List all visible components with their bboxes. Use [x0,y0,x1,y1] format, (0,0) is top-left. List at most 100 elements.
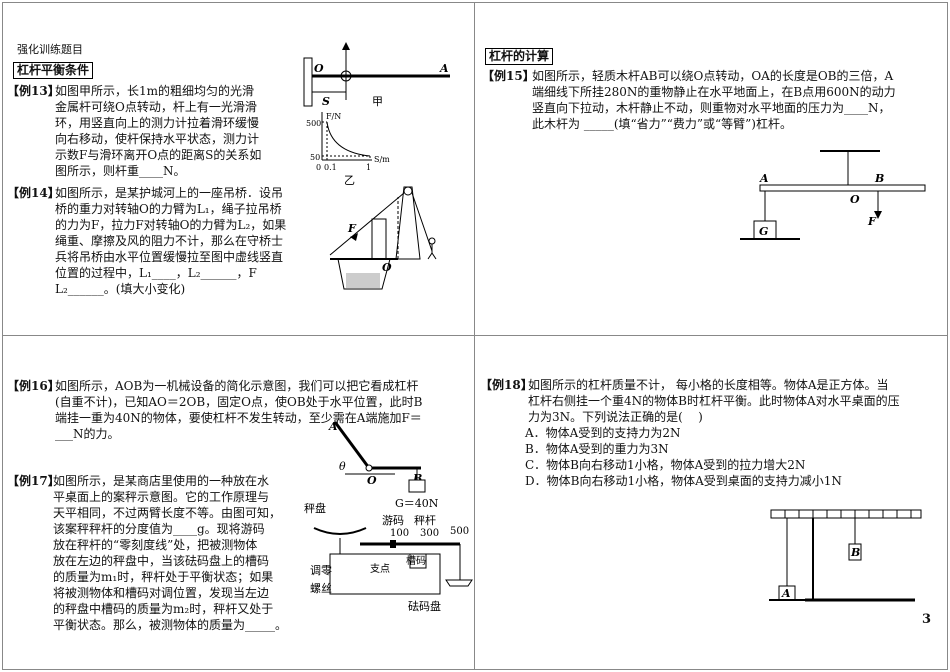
section-title-balance: 杠杆平衡条件 [13,62,94,79]
q13-line: 环，用竖直向上的测力计拉着滑环缓慢 [55,116,260,130]
q16-label-o: O [367,474,377,487]
q17-pan [313,527,367,535]
q18-option-b: B．物体A受到的重力为3N [525,442,669,456]
q16-pivot [365,464,373,472]
q15-line: 此木杆为 _____(填“省力”“费力”或“等臂”)杠杆。 [532,117,792,131]
q13-line: 图所示，则杆重____N。 [55,164,186,178]
q17-line: 平衡状态。那么，被测物体的质量为_____。 [53,618,288,632]
q17-label-screw: 螺丝 [310,582,332,595]
q16-weight-box [408,479,426,493]
q17-tick-100: 100 [390,528,409,539]
q16-line: (自重不计)，已知AO＝2OB，固定O点，使OB处于水平位置，此时B [55,395,423,409]
q17-tick-500: 500 [450,526,469,537]
q14-force-arrow-icon [350,233,358,241]
q18-number: 【例18】 [480,378,533,392]
q18-figure: A B [769,509,922,602]
q16-label-theta: θ [339,460,346,473]
q17-figure: 秤盘 游码 秤杆 500 100 300 槽码 支点 调零 螺丝 砝码盘 [304,501,473,613]
q14-water [346,273,380,288]
q17-base [329,553,441,595]
q13-number: 【例13】 [7,84,60,98]
q13-label-s: S [322,95,330,108]
q13-tick-0: 0 [316,163,321,172]
q16-label-g: G＝40N [395,497,439,510]
q13-label-jia: 甲 [372,95,383,108]
q15-number: 【例15】 [482,69,535,83]
q14-soldier-leg [431,252,437,260]
q17-label-wpan: 砝码盘 [408,599,441,613]
header-title: 强化训练题目 [17,43,83,56]
q13-figure: O A S 甲 F/N S/m 500 50 0 0.1 1 乙 [303,42,450,187]
q17-line: 的质量为m₁时，秤杆处于平衡状态；如果 [53,570,274,584]
q15-line: 端细线下所挂280N的重物静止在水平地面上，在B点用600N的动力 [532,85,896,99]
q18-label-b: B [850,546,860,559]
q17-line: 的秤盘中槽码的质量为m₂时，秤杆又处于 [53,602,274,616]
q15-figure: A B O G F [740,150,926,240]
q13-tick-01: 0.1 [324,163,337,172]
q16-line: 端挂一重为40N的物体，要使杠杆不发生转动，至少需在A端施加F＝ [55,411,422,425]
q17-line: 平桌面上的案秤示意图。它的工作原理与 [53,490,270,504]
q14-line: 的力为F，拉力F对转轴O的力臂为L₂，如果 [55,218,287,232]
q18-option-a: A．物体A受到的支持力为2N [525,426,681,440]
q17-label-adjust: 调零 [310,564,332,577]
q14-line: 绳重、摩擦及风的阻力不计，那么在守桥士 [55,234,284,248]
q14-soldier-head [428,237,436,245]
q14-pillar-left [371,218,387,260]
q13-label-fn: F/N [326,112,341,121]
q17-line: 如图所示，是某商店里使用的一种放在水 [53,474,270,488]
q17-line: 该案秤秤杆的分度值为____g。现将游码 [53,522,265,536]
q15-line: 如图所示，轻质木杆AB可以绕O点转动，OA的长度是OB的三倍，A [532,69,894,83]
q14-pulley-icon [403,186,413,196]
q13-label-a: A [439,62,449,75]
q15-label-b: B [874,172,884,185]
q17-weight-pan [445,579,473,587]
q13-line: 示数F与滑环离开O点的距离S的关系如 [55,148,262,162]
vertical-divider [474,2,475,670]
q18-lever [770,509,922,519]
q14-figure: F O [329,186,437,290]
q15-arrow-icon [874,211,882,219]
q17-label-beam: 秤杆 [414,513,436,527]
q14-line: 桥的重力对转轴O的力臂为L₁，绳子拉吊桥 [55,202,282,216]
q18-label-a: A [781,587,791,600]
q15-label-g: G [759,225,768,238]
q14-soldier-leg [427,252,433,260]
q18-line: 杠杆右侧挂一个重4N的物体B时杠杆平衡。此时物体A对水平桌面的压 [528,394,900,408]
q15-label-f: F [867,215,877,228]
q14-label-f: F [347,222,357,235]
q17-label-pan: 秤盘 [304,501,326,515]
q18-option-c: C．物体B向右移动1小格，物体A受到的拉力增大2N [525,458,806,472]
page-number: 3 [922,612,932,627]
q17-rider [390,540,396,548]
q17-label-pivot: 支点 [370,563,390,575]
q18-box-b [848,543,862,561]
q17-label-rider: 游码 [382,514,404,527]
q15-lever [759,184,926,192]
q13-label-yi: 乙 [344,174,355,187]
q14-number: 【例14】 [7,186,60,200]
q17-number: 【例17】 [7,474,60,488]
q14-moat [337,258,391,290]
q17-tick-300: 300 [420,528,439,539]
q13-wall [303,57,313,107]
q13-arrow-icon [342,42,350,50]
q17-line: 放在秤杆的“零刻度线”处，把被测物体 [53,538,258,552]
q17-line: 天平相同，不过两臂长度不等。由图可知， [53,506,282,520]
q14-line: 如图所示，是某护城河上的一座吊桥．设吊 [55,186,284,200]
q13-line: 向右移动，使杆保持水平状态，测力计 [55,132,260,146]
q13-ring [340,70,352,82]
q17-line: 将被测物体和槽码对调位置，发现当左边 [53,586,270,600]
q16-number: 【例16】 [7,379,60,393]
q13-tick-500: 500 [306,119,321,128]
q18-line: 如图所示的杠杆质量不计， 每小格的长度相等。物体A是正方体。当 [528,378,889,392]
q13-tick-1: 1 [366,163,371,172]
q16-figure: A θ O B G＝40N [328,420,439,510]
q13-line: 如图甲所示，长1m的粗细均匀的光滑 [55,84,255,98]
q16-line: ___N的力。 [55,427,120,441]
q13-label-sm: S/m [374,155,390,164]
q18-option-d: D．物体B向右移动1小格，物体A受到桌面的支持力减小1N [525,474,842,488]
section-title-calculation: 杠杆的计算 [485,48,554,65]
q14-tower [395,186,421,260]
q13-line: 金属杆可绕O点转动，杆上有一光滑滑 [55,100,257,114]
